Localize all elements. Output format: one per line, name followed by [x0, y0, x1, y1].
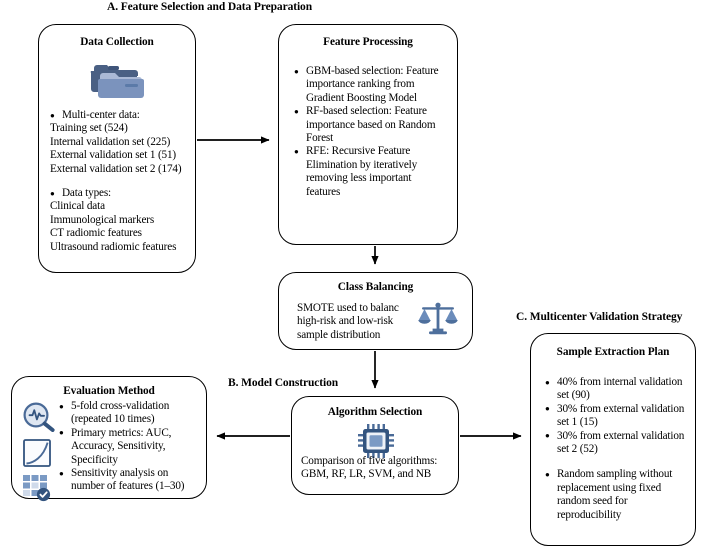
- roc-curve-icon: [22, 438, 60, 468]
- data-collection-lines-1: Training set (524) Internal validation s…: [50, 122, 189, 176]
- line-clinical-data: Clinical data: [50, 200, 105, 213]
- data-collection-lines-2: Clinical data Immunological markers CT r…: [50, 200, 189, 254]
- list-item-external1-30: 30% from external validation set 1 (15): [545, 402, 687, 430]
- list-item-internal-40: 40% from internal validation set (90): [545, 376, 687, 403]
- line-ultrasound-radiomic: Ultrasound radiomic features: [50, 240, 177, 253]
- evaluation-method-list: 5-fold cross-validation (repeated 10 tim…: [59, 400, 199, 494]
- box-data-collection: Data Collection Multi-center data: Train…: [38, 24, 196, 273]
- line-training-set: Training set (524): [50, 122, 128, 135]
- algorithm-list-line: GBM, RF, LR, SVM, and NB: [301, 468, 432, 481]
- list-item-data-types: Data types:: [50, 187, 189, 201]
- line-ct-radiomic: CT radiomic features: [50, 227, 142, 240]
- box-evaluation-method: Evaluation Method: [11, 376, 207, 502]
- box-title-feature-processing: Feature Processing: [323, 36, 413, 48]
- evaluation-icon-column: [22, 402, 60, 508]
- list-item-cross-validation: 5-fold cross-validation (repeated 10 tim…: [59, 400, 199, 427]
- folders-icon: [89, 59, 145, 101]
- algorithm-comparison-line: Comparison of five algorithms:: [301, 455, 438, 467]
- spacer: [50, 176, 189, 187]
- feature-processing-list: GBM-based selection: Feature importance …: [294, 64, 447, 199]
- data-collection-content: Multi-center data: Training set (524) In…: [50, 108, 189, 254]
- data-types-list: Data types:: [50, 187, 189, 201]
- list-item-rfe: RFE: Recursive Feature Elimination by it…: [294, 145, 447, 199]
- sample-extraction-content: 40% from internal validation set (90) 30…: [545, 376, 687, 522]
- magnifier-pulse-icon: [22, 402, 60, 432]
- list-item-gbm-selection: GBM-based selection: Feature importance …: [294, 64, 447, 105]
- line-internal-validation: Internal validation set (225): [50, 135, 171, 148]
- algorithm-selection-text: Comparison of five algorithms: GBM, RF, …: [301, 455, 452, 482]
- box-title-sample-extraction: Sample Extraction Plan: [556, 346, 670, 358]
- spacer: [545, 456, 687, 468]
- sample-extraction-note-list: Random sampling without replacement usin…: [545, 468, 687, 522]
- list-item-random-sampling: Random sampling without replacement usin…: [545, 468, 687, 522]
- data-collection-list: Multi-center data:: [50, 108, 189, 122]
- section-title-b: B. Model Construction: [228, 377, 339, 389]
- box-title-class-balancing: Class Balancing: [337, 281, 414, 293]
- box-title-algorithm-selection: Algorithm Selection: [327, 406, 423, 418]
- section-title-c: C. Multicenter Validation Strategy: [516, 311, 683, 323]
- line-external-validation-1: External validation set 1 (51): [50, 149, 176, 162]
- balance-scales-icon: [418, 301, 458, 339]
- box-sample-extraction-plan: Sample Extraction Plan 40% from internal…: [530, 333, 696, 546]
- sample-extraction-list: 40% from internal validation set (90) 30…: [545, 376, 687, 456]
- list-item-sensitivity-analysis: Sensitivity analysis on number of featur…: [59, 467, 199, 494]
- box-class-balancing: Class Balancing SMOTE used to balanc hig…: [278, 272, 473, 350]
- list-item-external2-30: 30% from external validation set 2 (52): [545, 429, 687, 457]
- line-external-validation-2: External validation set 2 (174): [50, 162, 182, 175]
- class-balancing-text: SMOTE used to balanc high-risk and low-r…: [297, 302, 399, 341]
- cpu-chip-icon: [356, 424, 394, 458]
- box-title-data-collection: Data Collection: [80, 36, 154, 48]
- list-item-rf-selection: RF-based selection: Feature importance b…: [294, 105, 447, 145]
- grid-check-icon: [22, 474, 60, 502]
- box-title-evaluation-method: Evaluation Method: [63, 385, 155, 397]
- section-title-a: A. Feature Selection and Data Preparatio…: [107, 1, 313, 13]
- list-item-multicenter: Multi-center data:: [50, 108, 189, 122]
- line-immunological-markers: Immunological markers: [50, 213, 155, 226]
- list-item-primary-metrics: Primary metrics: AUC, Accuracy, Sensitiv…: [59, 426, 199, 467]
- box-feature-processing: Feature Processing GBM-based selection: …: [278, 24, 458, 245]
- box-algorithm-selection: Algorithm Selection: [291, 396, 459, 495]
